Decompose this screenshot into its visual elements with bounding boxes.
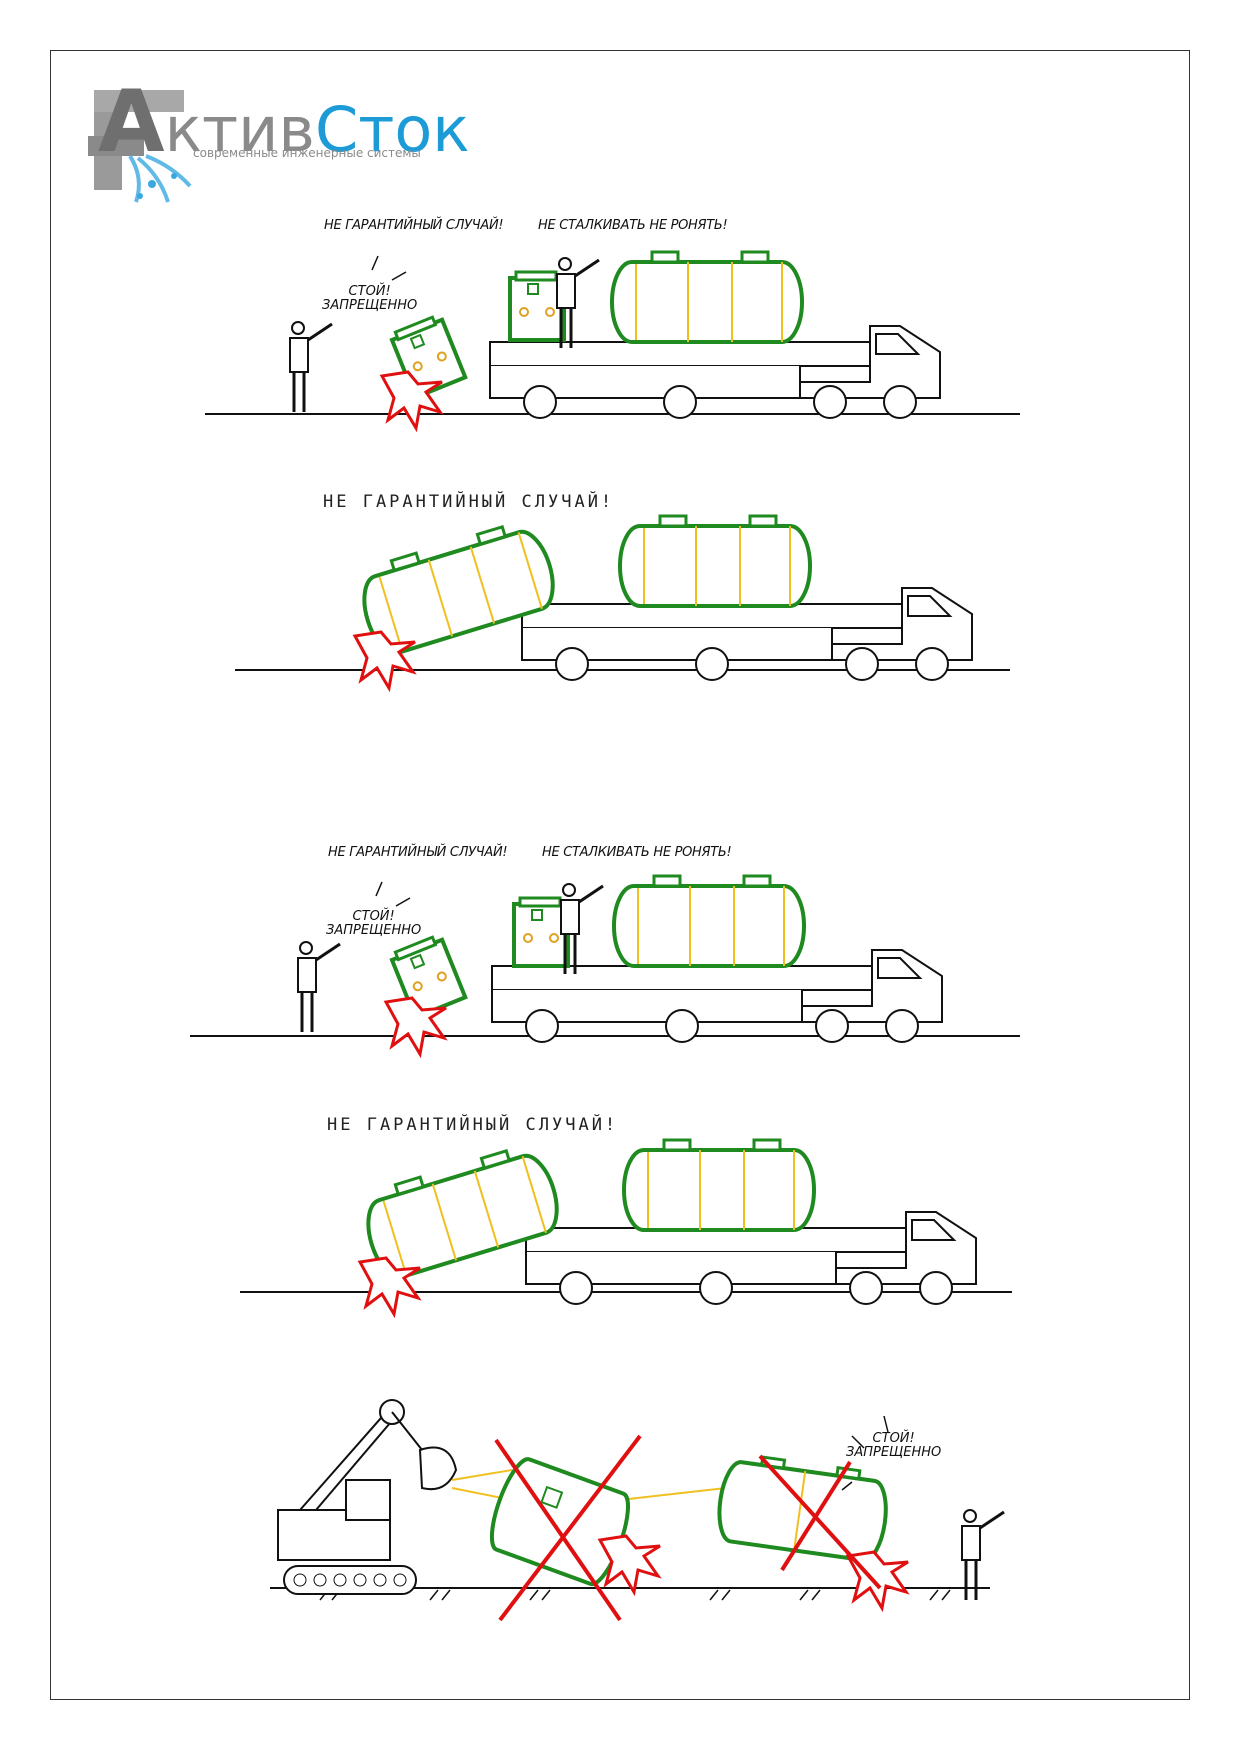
company-logo <box>86 72 506 212</box>
scene2-warning: НЕ ГАРАНТИЙНЫЙ СЛУЧАЙ! <box>323 492 615 512</box>
scene3-stop-label: СТОЙ!ЗАПРЕЩЕННО <box>326 909 422 938</box>
logo-wordmark: АктивСток <box>98 72 470 172</box>
scene3-warning: НЕ ГАРАНТИЙНЫЙ СЛУЧАЙ! <box>328 845 508 860</box>
faucet-logo-icon <box>88 90 192 203</box>
scene5-stop-label: СТОЙ!ЗАПРЕЩЕННО <box>846 1431 942 1460</box>
scene1-stop-label: СТОЙ!ЗАПРЕЩЕННО <box>322 284 418 313</box>
scene4-warning: НЕ ГАРАНТИЙНЫЙ СЛУЧАЙ! <box>327 1115 619 1135</box>
scene1-warning: НЕ ГАРАНТИЙНЫЙ СЛУЧАЙ! <box>324 218 504 233</box>
scene2-illustration <box>235 514 1010 690</box>
scene1-illustration <box>205 250 1020 430</box>
scene1-instruction: НЕ СТАЛКИВАТЬ НЕ РОНЯТЬ! <box>538 218 728 233</box>
scene5-illustration <box>270 1399 1006 1622</box>
logo-tagline: современные инженерные системы <box>193 146 421 160</box>
page-border <box>50 50 1190 1700</box>
scene3-illustration <box>190 874 1020 1056</box>
scene3-instruction: НЕ СТАЛКИВАТЬ НЕ РОНЯТЬ! <box>542 845 732 860</box>
scene4-illustration <box>240 1138 1012 1316</box>
excavator <box>277 1399 458 1595</box>
